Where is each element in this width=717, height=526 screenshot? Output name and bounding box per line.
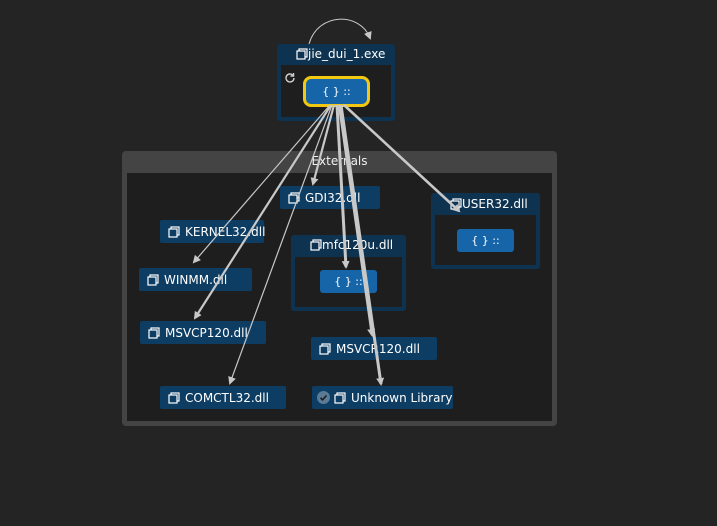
assembly-icon [450, 198, 462, 210]
assembly-icon [296, 48, 308, 60]
refresh-icon[interactable] [284, 69, 296, 83]
msvcp120-label: MSVCP120.dll [165, 325, 248, 340]
root-namespace-node[interactable]: { } :: [303, 76, 370, 107]
mfc120u-namespace-node[interactable]: { } :: [320, 270, 377, 293]
assembly-icon [319, 342, 331, 355]
root-assembly-title: jie_dui_1.exe [308, 47, 386, 61]
kernel32-label: KERNEL32.dll [185, 224, 266, 239]
assembly-icon [148, 326, 160, 339]
user32-title-row: USER32.dll [450, 197, 528, 211]
mfc120u-title: mfc120u.dll [322, 238, 394, 252]
comctl32-node[interactable]: COMCTL32.dll [160, 386, 286, 409]
mfc120u-title-row: mfc120u.dll [310, 238, 393, 252]
unknown-library-label: Unknown Library [351, 390, 453, 405]
externals-group-title: Externals [311, 154, 368, 168]
gdi32-node[interactable]: GDI32.dll [280, 186, 380, 209]
unknown-library-node[interactable]: Unknown Library [312, 386, 453, 409]
checkmark-icon [317, 391, 330, 404]
user32-namespace-node[interactable]: { } :: [457, 229, 514, 252]
assembly-icon [310, 239, 322, 251]
mfc120u-namespace-label: { } :: [334, 275, 363, 288]
assembly-icon [168, 225, 180, 238]
assembly-icon [334, 391, 346, 404]
kernel32-node[interactable]: KERNEL32.dll [160, 220, 266, 243]
user32-title: USER32.dll [462, 197, 528, 211]
user32-namespace-label: { } :: [471, 234, 500, 247]
root-namespace-label: { } :: [322, 85, 351, 98]
msvcr120-node[interactable]: MSVCR120.dll [311, 337, 437, 360]
gdi32-label: GDI32.dll [305, 190, 361, 205]
assembly-icon [147, 273, 159, 286]
winmm-label: WINMM.dll [164, 272, 228, 287]
winmm-node[interactable]: WINMM.dll [139, 268, 252, 291]
msvcr120-label: MSVCR120.dll [336, 341, 420, 356]
assembly-icon [288, 191, 300, 204]
comctl32-label: COMCTL32.dll [185, 390, 269, 405]
root-assembly-title-row: jie_dui_1.exe [296, 47, 385, 61]
msvcp120-node[interactable]: MSVCP120.dll [140, 321, 266, 344]
self-loop-edge [308, 18, 372, 45]
assembly-icon [168, 391, 180, 404]
